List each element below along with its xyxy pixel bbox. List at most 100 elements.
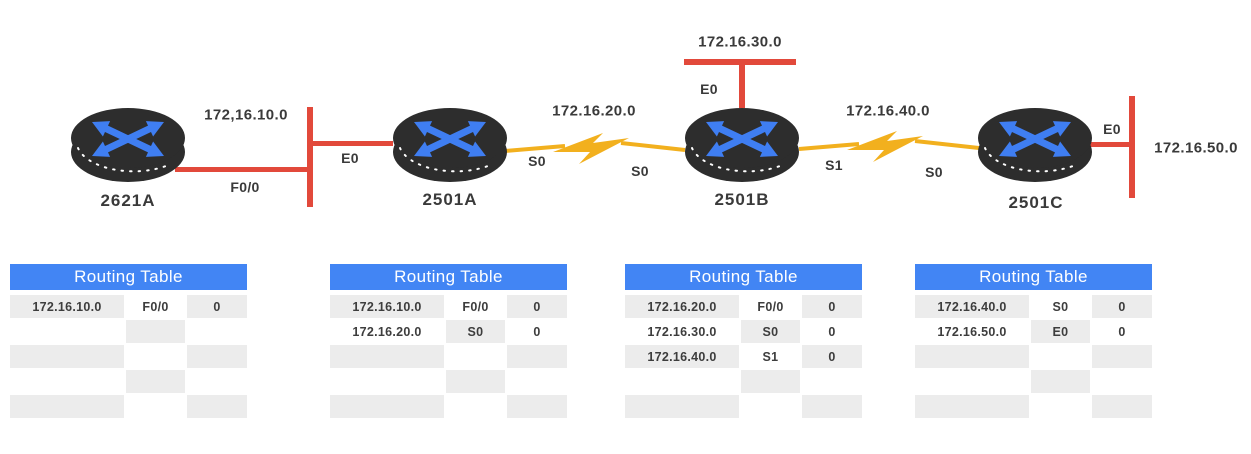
metric-cell: 0 bbox=[1092, 320, 1152, 343]
table-row bbox=[330, 345, 567, 368]
router-name-label: 2501B bbox=[714, 190, 770, 209]
table-row bbox=[10, 320, 247, 343]
routing-table-header: Routing Table bbox=[915, 264, 1152, 290]
metric-cell: 0 bbox=[187, 295, 247, 318]
interface-label: E0 bbox=[341, 150, 359, 166]
metric-cell bbox=[507, 395, 567, 418]
ethernet-segment bbox=[175, 167, 310, 172]
route-cell: 172.16.20.0 bbox=[330, 320, 444, 343]
interface-cell bbox=[126, 320, 185, 343]
metric-cell bbox=[1092, 395, 1152, 418]
interface-cell: F0/0 bbox=[741, 295, 800, 318]
metric-cell: 0 bbox=[802, 295, 862, 318]
table-row: 172.16.30.0 S0 0 bbox=[625, 320, 862, 343]
router-icon bbox=[390, 104, 510, 189]
router-icon bbox=[975, 104, 1095, 189]
route-cell: 172.16.40.0 bbox=[625, 345, 739, 368]
table-row bbox=[915, 345, 1152, 368]
route-cell bbox=[625, 370, 739, 393]
metric-cell: 0 bbox=[802, 345, 862, 368]
interface-cell bbox=[446, 395, 505, 418]
table-row: 172.16.20.0 S0 0 bbox=[330, 320, 567, 343]
routing-table-body: 172.16.40.0 S0 0 172.16.50.0 E0 0 bbox=[915, 295, 1152, 418]
interface-cell bbox=[1031, 395, 1090, 418]
interface-cell: S0 bbox=[446, 320, 505, 343]
metric-cell bbox=[1092, 345, 1152, 368]
route-cell bbox=[330, 395, 444, 418]
metric-cell: 0 bbox=[1092, 295, 1152, 318]
route-cell: 172.16.10.0 bbox=[330, 295, 444, 318]
route-cell: 172.16.10.0 bbox=[10, 295, 124, 318]
table-row: 172.16.20.0 F0/0 0 bbox=[625, 295, 862, 318]
table-row: 172.16.40.0 S0 0 bbox=[915, 295, 1152, 318]
metric-cell: 0 bbox=[802, 320, 862, 343]
ethernet-segment bbox=[1129, 96, 1135, 198]
interface-cell bbox=[126, 370, 185, 393]
metric-cell bbox=[507, 345, 567, 368]
table-row bbox=[330, 370, 567, 393]
interface-cell: S0 bbox=[1031, 295, 1090, 318]
route-cell bbox=[10, 395, 124, 418]
routing-table-header: Routing Table bbox=[330, 264, 567, 290]
router-name-label: 2501C bbox=[1008, 193, 1064, 212]
interface-cell: F0/0 bbox=[126, 295, 185, 318]
table-row bbox=[10, 345, 247, 368]
ethernet-segment bbox=[684, 59, 796, 65]
routing-table: Routing Table 172.16.20.0 F0/0 0 172.16.… bbox=[625, 264, 862, 418]
interface-label: E0 bbox=[700, 81, 718, 97]
routing-table-body: 172.16.20.0 F0/0 0 172.16.30.0 S0 0 172.… bbox=[625, 295, 862, 418]
routing-table-header: Routing Table bbox=[10, 264, 247, 290]
metric-cell bbox=[187, 370, 247, 393]
interface-cell bbox=[741, 370, 800, 393]
metric-cell bbox=[1092, 370, 1152, 393]
interface-cell: E0 bbox=[1031, 320, 1090, 343]
table-row bbox=[625, 395, 862, 418]
interface-cell: S1 bbox=[741, 345, 800, 368]
network-label: 172,16.10.0 bbox=[204, 106, 288, 124]
ethernet-segment bbox=[1087, 142, 1132, 147]
table-row: 172.16.50.0 E0 0 bbox=[915, 320, 1152, 343]
network-label: 172.16.50.0 bbox=[1154, 139, 1238, 157]
interface-label: S0 bbox=[925, 164, 943, 180]
network-label: 172.16.20.0 bbox=[552, 102, 636, 120]
routing-table-header: Routing Table bbox=[625, 264, 862, 290]
route-cell: 172.16.30.0 bbox=[625, 320, 739, 343]
interface-label: S1 bbox=[825, 157, 843, 173]
route-cell bbox=[625, 395, 739, 418]
metric-cell bbox=[187, 345, 247, 368]
route-cell bbox=[915, 345, 1029, 368]
metric-cell bbox=[187, 395, 247, 418]
interface-cell bbox=[446, 345, 505, 368]
interface-label: S0 bbox=[528, 153, 546, 169]
route-cell: 172.16.20.0 bbox=[625, 295, 739, 318]
routing-table: Routing Table 172.16.10.0 F0/0 0 172.16.… bbox=[330, 264, 567, 418]
router-icon bbox=[68, 104, 188, 189]
routing-table-body: 172.16.10.0 F0/0 0 bbox=[10, 295, 247, 418]
table-row bbox=[915, 395, 1152, 418]
table-row bbox=[10, 370, 247, 393]
network-label: 172.16.30.0 bbox=[698, 33, 782, 51]
network-label: 172.16.40.0 bbox=[846, 102, 930, 120]
metric-cell bbox=[507, 370, 567, 393]
route-cell bbox=[330, 345, 444, 368]
route-cell bbox=[330, 370, 444, 393]
router-name-label: 2501A bbox=[422, 190, 478, 209]
interface-cell bbox=[126, 395, 185, 418]
route-cell bbox=[915, 395, 1029, 418]
metric-cell bbox=[802, 370, 862, 393]
route-cell bbox=[10, 370, 124, 393]
interface-cell bbox=[1031, 345, 1090, 368]
interface-cell: F0/0 bbox=[446, 295, 505, 318]
ethernet-segment bbox=[307, 107, 313, 207]
route-cell bbox=[915, 370, 1029, 393]
table-row bbox=[330, 395, 567, 418]
interface-label: S0 bbox=[631, 163, 649, 179]
interface-cell bbox=[126, 345, 185, 368]
metric-cell: 0 bbox=[507, 320, 567, 343]
table-row: 172.16.40.0 S1 0 bbox=[625, 345, 862, 368]
interface-label: F0/0 bbox=[230, 179, 260, 195]
interface-label: E0 bbox=[1103, 121, 1121, 137]
router-name-label: 2621A bbox=[100, 191, 156, 210]
route-cell: 172.16.50.0 bbox=[915, 320, 1029, 343]
